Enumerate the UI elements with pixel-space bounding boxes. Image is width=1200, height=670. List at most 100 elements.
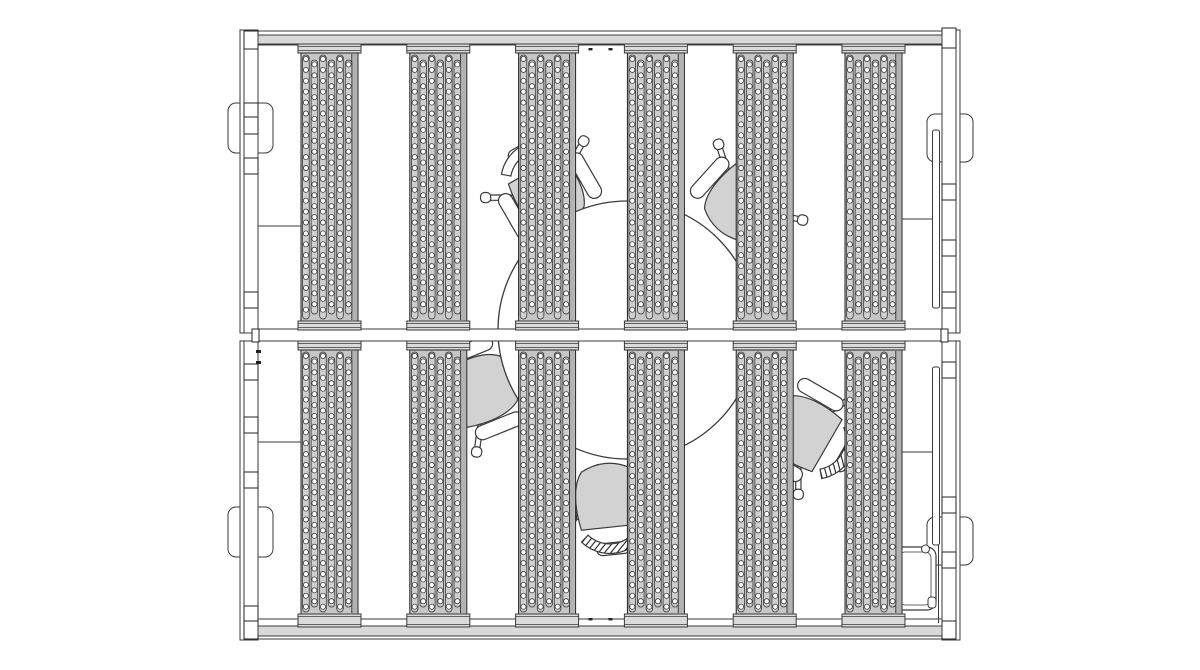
fastener-tick — [608, 618, 613, 621]
hinge-block — [243, 116, 259, 135]
panel-cap — [297, 320, 362, 331]
right-hinge-rail — [941, 340, 957, 641]
panel-cap — [732, 613, 797, 628]
seam-bridge — [940, 328, 949, 343]
floor-grate-panel — [841, 340, 906, 628]
grate-slot — [536, 351, 545, 613]
grate-slot — [628, 351, 636, 613]
panel-cap — [623, 340, 688, 351]
grate-slot — [645, 351, 654, 613]
grate-slot — [428, 351, 436, 613]
module-top — [227, 27, 974, 334]
fastener-notch — [256, 361, 261, 364]
edge-band — [257, 625, 943, 637]
grate-slot — [445, 351, 453, 613]
hinge-block — [941, 239, 957, 257]
hinge-block — [243, 416, 259, 434]
right-edge-strip — [955, 340, 961, 641]
panel-cap — [732, 43, 797, 54]
panel-cap — [297, 340, 362, 351]
hinge-block — [941, 291, 957, 309]
panel-cap — [841, 320, 906, 331]
grate-slot — [880, 351, 888, 613]
floor-grate-panel — [297, 340, 362, 628]
panel-cap — [623, 320, 688, 331]
hinge-block — [243, 102, 259, 118]
panel-cap — [406, 43, 471, 54]
right-hinge-rail — [941, 29, 957, 334]
grate-slot — [302, 351, 310, 613]
module-seam — [240, 329, 960, 341]
fastener-tick — [608, 48, 613, 51]
grate-slot — [846, 351, 854, 613]
left-edge-strip — [239, 340, 245, 641]
hinge-block — [243, 157, 259, 175]
panel-cap — [515, 340, 580, 351]
panel-cap — [623, 43, 688, 54]
panel-cap — [732, 320, 797, 331]
hinge-block — [243, 363, 259, 381]
grate-slot — [737, 351, 745, 613]
panel-cap — [841, 43, 906, 54]
module-bottom — [227, 340, 974, 641]
fastener-notch — [256, 350, 261, 353]
hinge-block — [243, 291, 259, 309]
panel-cap — [515, 613, 580, 628]
right-flat-bar — [932, 129, 940, 309]
box-knob — [921, 544, 930, 554]
floor-grate-panel — [297, 43, 362, 331]
panel-cap — [406, 340, 471, 351]
panel-cap — [623, 613, 688, 628]
hinge-block — [243, 605, 259, 623]
left-hinge-rail — [243, 29, 259, 334]
panel-cap — [406, 320, 471, 331]
grate-slot — [519, 351, 528, 613]
grate-slot — [336, 351, 344, 613]
panel-cap — [515, 43, 580, 54]
floor-grate-panel — [732, 340, 797, 628]
floor-grate-panel — [515, 340, 580, 628]
chair-armrest-left — [689, 156, 730, 199]
floor-grate-panel — [732, 43, 797, 331]
left-hinge-rail — [243, 340, 259, 641]
fastener-tick — [588, 618, 593, 621]
grate-slot — [754, 351, 762, 613]
hinge-block — [243, 471, 259, 489]
grate-slot — [553, 351, 562, 613]
panel-cap — [515, 320, 580, 331]
chair-armrest-left — [797, 377, 844, 412]
floor-grate-panel — [841, 43, 906, 331]
grate-slot — [662, 351, 671, 613]
panel-cap — [406, 613, 471, 628]
right-edge-strip — [955, 29, 961, 334]
grate-panels — [297, 43, 906, 628]
panel-cap — [732, 340, 797, 351]
grate-slot — [410, 351, 419, 613]
floor-grate-panel — [515, 43, 580, 331]
right-flat-bar — [932, 366, 940, 546]
grate-slot — [319, 351, 327, 613]
hinge-block — [941, 620, 957, 640]
hinge-block — [243, 30, 259, 50]
hinge-block — [941, 27, 957, 49]
floor-grate-panel — [623, 43, 688, 331]
floor-grate-panel — [406, 43, 471, 331]
left-edge-strip — [239, 29, 245, 334]
box-foot — [927, 596, 937, 609]
hinge-block — [941, 496, 957, 514]
panel-cap — [841, 340, 906, 351]
hinge-block — [941, 361, 957, 379]
grate-slot — [771, 351, 779, 613]
hinge-block — [243, 620, 259, 640]
panel-cap — [841, 613, 906, 628]
hinge-block — [941, 183, 957, 201]
grate-slot — [863, 351, 871, 613]
fastener-tick — [588, 48, 593, 51]
panel-cap — [297, 43, 362, 54]
panel-cap — [297, 613, 362, 628]
edge-band — [257, 34, 943, 45]
floor-grate-panel — [623, 340, 688, 628]
hinge-block — [941, 551, 957, 569]
